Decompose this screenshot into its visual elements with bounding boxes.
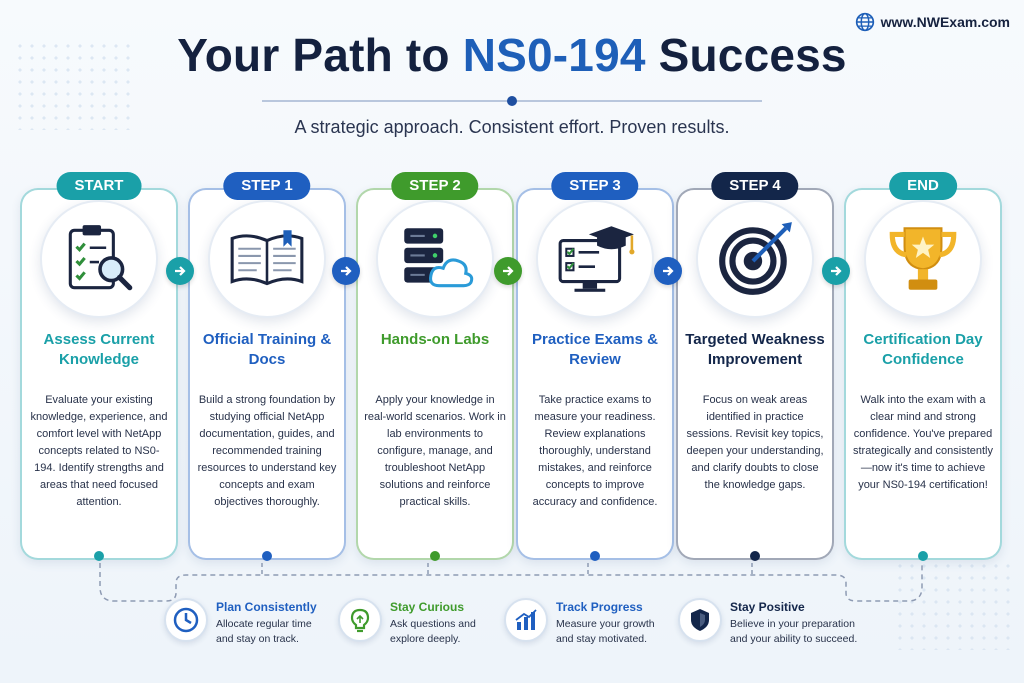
open-book-icon — [230, 230, 304, 286]
shield-icon — [691, 609, 709, 631]
arrow-right-icon — [654, 257, 682, 285]
step-icon-circle — [40, 200, 158, 318]
page-title: Your Path to NS0-194 Success — [0, 28, 1024, 82]
step-4: STEP 4 Targeted Weakness Improvement Foc… — [676, 172, 834, 561]
step-end: END Certification Day Confidence Walk in… — [844, 172, 1002, 561]
title-divider-dot — [507, 96, 517, 106]
tip-title: Plan Consistently — [216, 600, 317, 614]
step-2: STEP 2 Hands-on Labs Apply your knowledg… — [356, 172, 514, 561]
step-title: Targeted Weakness Improvement — [685, 331, 825, 368]
step-title: Practice Exams & Review — [532, 331, 658, 368]
step-icon-circle — [208, 200, 326, 318]
step-description: Evaluate your existing knowledge, experi… — [30, 394, 168, 508]
step-icon-circle — [376, 200, 494, 318]
arrow-right-icon — [332, 257, 360, 285]
step-title: Certification Day Confidence — [863, 331, 983, 368]
step-pill: START — [56, 172, 142, 200]
step-description: Apply your knowledge in real-world scena… — [364, 394, 506, 508]
step-dot — [750, 551, 760, 561]
title-suffix: Success — [645, 29, 847, 81]
monitor-graduation-icon — [558, 226, 635, 292]
step-dot — [918, 551, 928, 561]
brand-site: www.NWExam.com — [880, 14, 1010, 30]
background-dots — [14, 40, 134, 130]
step-3: STEP 3 Practice Exams & Review Take prac… — [516, 172, 674, 561]
trophy-icon — [889, 227, 957, 290]
target-icon — [719, 222, 792, 295]
tip-title: Stay Curious — [390, 600, 465, 614]
tip-icon-circle — [164, 598, 208, 642]
brand[interactable]: www.NWExam.com — [855, 12, 1010, 32]
clock-icon — [173, 607, 199, 633]
title-prefix: Your Path to — [177, 29, 463, 81]
step-description: Walk into the exam with a clear mind and… — [852, 394, 993, 491]
step-description: Take practice exams to measure your read… — [532, 394, 658, 508]
lightbulb-icon — [350, 608, 370, 633]
step-icon-circle — [696, 200, 814, 318]
step-icon-circle — [864, 200, 982, 318]
arrow-right-icon — [494, 257, 522, 285]
globe-icon — [855, 12, 874, 32]
bar-chart-icon — [515, 609, 537, 630]
arrow-right-icon — [822, 257, 850, 285]
page-subtitle: A strategic approach. Consistent effort.… — [294, 117, 730, 137]
step-description: Build a strong foundation by studying of… — [197, 394, 337, 508]
step-dot — [590, 551, 600, 561]
title-highlight: NS0-194 — [462, 29, 646, 81]
step-title: Hands-on Labs — [380, 331, 490, 348]
clipboard-search-icon — [68, 225, 133, 291]
step-start: START Assess Current Knowledge Evaluate … — [20, 172, 178, 561]
step-pill: STEP 3 — [551, 172, 639, 200]
step-title: Assess Current Knowledge — [43, 331, 155, 368]
step-dot — [94, 551, 104, 561]
step-pill: END — [889, 172, 957, 200]
step-dot — [262, 551, 272, 561]
arrow-right-icon — [166, 257, 194, 285]
step-description: Focus on weak areas identified in practi… — [686, 394, 824, 491]
server-cloud-icon — [404, 228, 474, 288]
tip-icon-circle — [504, 598, 548, 642]
step-pill: STEP 1 — [223, 172, 311, 200]
step-pill: STEP 2 — [391, 172, 479, 200]
step-icon-circle — [536, 200, 654, 318]
step-pill: STEP 4 — [711, 172, 799, 200]
step-dot — [430, 551, 440, 561]
tip-icon-circle — [338, 598, 382, 642]
tip-positive: Stay Positive Believe in your preparatio… — [678, 598, 857, 647]
step-title: Official Training & Docs — [202, 331, 332, 368]
step-1: STEP 1 Official Training & Docs Build a … — [188, 172, 346, 561]
background-dots — [894, 560, 1014, 650]
tip-title: Track Progress — [556, 600, 643, 614]
tip-title: Stay Positive — [730, 600, 805, 614]
tip-icon-circle — [678, 598, 722, 642]
